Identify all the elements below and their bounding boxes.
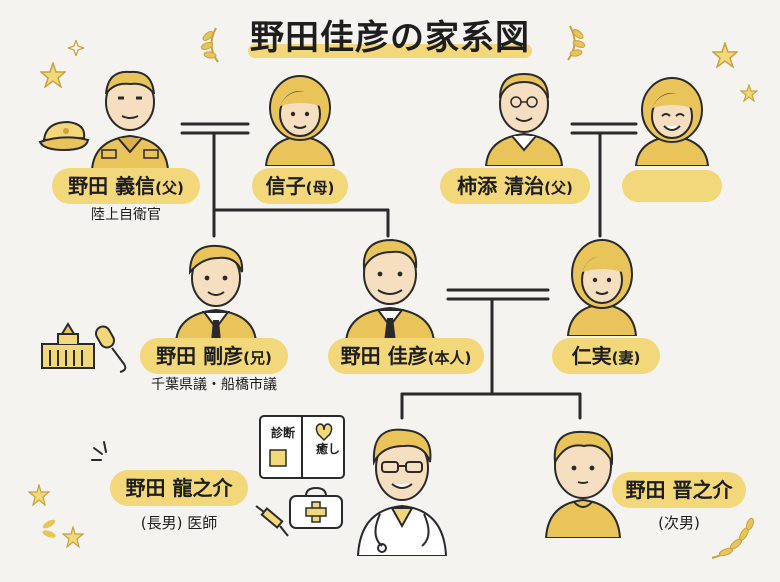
person-name: 野田 晋之介	[625, 478, 733, 502]
person-name: 野田 佳彦	[340, 344, 428, 368]
portrait-shinnosuke	[544, 430, 622, 538]
medical-bag-icon	[289, 486, 343, 529]
relation-label: (母)	[305, 179, 335, 197]
sparkle-icon	[68, 40, 84, 56]
relation-label: (本人)	[427, 349, 472, 367]
portrait-mother-in-law	[634, 77, 710, 166]
name-label-yoshinobu: 野田 義信(父)	[52, 168, 200, 204]
person-name: 柿添 清治	[457, 174, 545, 198]
star-icon	[28, 484, 50, 506]
person-name: 信子	[265, 174, 306, 198]
relation-label: (父)	[155, 179, 184, 197]
person-name: 野田 剛彦	[156, 344, 244, 368]
title-highlight	[248, 44, 532, 58]
occupation-ryunosuke: (長男) 医師	[140, 514, 218, 532]
portrait-yoshinobu	[90, 70, 170, 170]
sparkle-icon	[91, 441, 107, 461]
page-title: 野田佳彦の家系図	[250, 18, 530, 58]
name-label-mother-in-law	[622, 170, 722, 202]
clipboard-icon	[259, 415, 345, 479]
portrait-nobuko	[264, 75, 336, 166]
clipboard-text-diagnosis: 診断	[270, 426, 295, 440]
syringe-icon	[255, 505, 289, 537]
star-icon	[740, 84, 758, 102]
name-label-seiji: 柿添 清治(父)	[440, 168, 590, 204]
occupation-shinnosuke: (次男)	[658, 514, 700, 532]
star-icon	[62, 526, 84, 548]
laurel-icon	[567, 25, 586, 61]
person-name: 野田 龍之介	[125, 476, 233, 500]
name-label-shinnosuke: 野田 晋之介	[612, 472, 746, 508]
name-label-ryunosuke: 野田 龍之介	[110, 470, 248, 506]
occupation-yoshinobu: 陸上自衛官	[91, 207, 161, 223]
portrait-yoshihiko	[344, 238, 436, 342]
star-icon	[40, 62, 66, 88]
portrait-ryunosuke	[356, 428, 448, 556]
microphone-icon	[95, 325, 127, 373]
name-label-hitomi: 仁実(妻)	[552, 338, 660, 374]
relation-label: (兄)	[243, 349, 272, 367]
name-label-yoshihiko: 野田 佳彦(本人)	[328, 338, 484, 374]
person-name: 野田 義信	[68, 174, 156, 198]
clipboard-text-healing: 癒し	[315, 442, 340, 456]
portrait-takehiko	[174, 244, 258, 342]
name-label-nobuko: 信子(母)	[252, 168, 348, 204]
portrait-hitomi	[566, 239, 638, 336]
laurel-icon	[711, 517, 754, 559]
person-name: 仁実	[571, 344, 612, 368]
laurel-icon	[200, 27, 219, 63]
military-cap-icon	[38, 120, 90, 152]
occupation-takehiko: 千葉県議・船橋市議	[151, 377, 277, 393]
portrait-seiji	[484, 72, 564, 166]
relation-label: (妻)	[611, 349, 641, 367]
star-icon	[712, 42, 738, 68]
laurel-icon	[42, 519, 56, 538]
relation-label: (父)	[544, 179, 573, 197]
name-label-takehiko: 野田 剛彦(兄)	[140, 338, 288, 374]
diet-building-icon	[41, 322, 95, 369]
